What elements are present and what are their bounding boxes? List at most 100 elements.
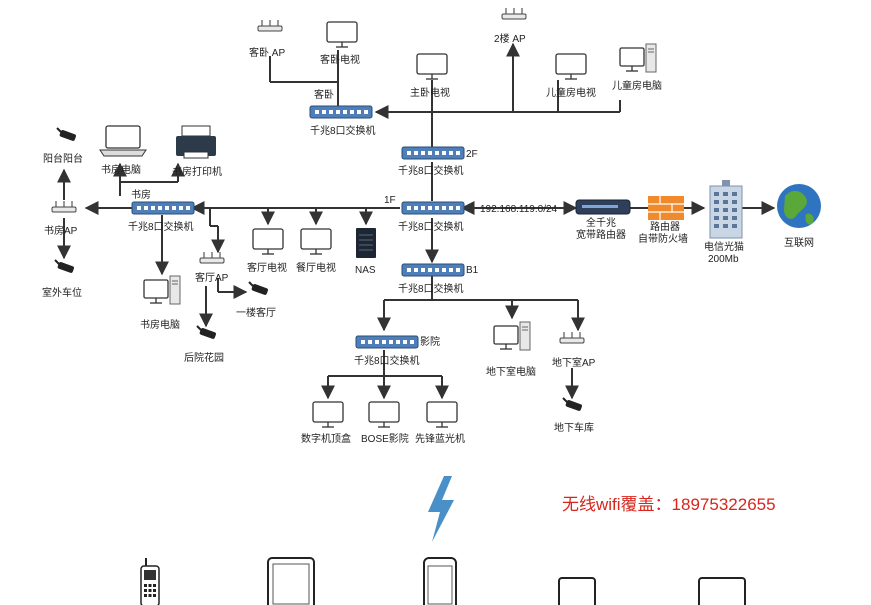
internet: 互联网 (777, 184, 821, 249)
kids-pc: 儿童房电脑 (612, 43, 662, 92)
floor2-switch: 2F 千兆8口交换机 (398, 146, 478, 177)
svg-text:电信光猫: 电信光猫 (704, 240, 744, 253)
switch-label: 千兆8口交换机 (398, 282, 464, 295)
subnet-label: 192.168.119.0/24 (480, 204, 558, 215)
desktop-pc-icon (493, 321, 531, 351)
svg-text:阳台阳台: 阳台阳台 (43, 152, 83, 165)
floor1-switch: 1F 千兆8口交换机 (384, 195, 465, 233)
balcony-camera: 阳台阳台 (43, 127, 83, 165)
tablet-icon (267, 557, 315, 605)
svg-text:书房电脑: 书房电脑 (101, 163, 141, 176)
switch-tag: 2F (466, 149, 478, 160)
outdoor-parking-camera: 室外车位 (42, 259, 82, 299)
printer-icon (176, 125, 216, 159)
svg-text:200Mb: 200Mb (708, 254, 739, 265)
svg-text:数字机顶盒: 数字机顶盒 (301, 432, 351, 445)
basement-garage-camera: 地下车库 (554, 397, 594, 434)
svg-text:先锋蓝光机: 先锋蓝光机 (415, 432, 465, 445)
basement-ap: 地下室AP (552, 331, 596, 369)
svg-text:地下车库: 地下车库 (554, 421, 594, 434)
svg-text:地下室电脑: 地下室电脑 (486, 365, 536, 378)
back-garden-camera: 后院花园 (184, 325, 224, 364)
desktop-pc-icon (619, 43, 657, 73)
b1-switch: B1 千兆8口交换机 (398, 263, 479, 295)
desktop-pc-icon (143, 275, 181, 305)
wireless-ap-icon (501, 7, 527, 20)
svg-text:NAS: NAS (355, 265, 376, 276)
study-laptop: 书房电脑 (99, 125, 147, 176)
globe-icon (777, 184, 821, 228)
guest-bedroom-tv: 客卧电视 (320, 21, 360, 66)
svg-text:自带防火墙: 自带防火墙 (638, 232, 688, 245)
svg-text:客卧 AP: 客卧 AP (249, 46, 285, 59)
monitor-icon (416, 53, 448, 80)
monitor-icon (555, 53, 587, 80)
switch-label: 千兆8口交换机 (398, 220, 464, 233)
cctv-camera-icon (248, 281, 270, 297)
fiber-modem: 电信光猫 200Mb (704, 180, 744, 265)
switch-label: 千兆8口交换机 (128, 220, 194, 233)
wireless-ap-icon (257, 19, 283, 32)
svg-text:客厅电视: 客厅电视 (247, 261, 287, 274)
wires (57, 42, 776, 400)
cctv-camera-icon (54, 259, 76, 275)
switch-tag: 影院 (420, 335, 440, 348)
switch-tag: 1F (384, 195, 396, 206)
monitor-icon (312, 401, 344, 428)
svg-text:一楼客厅: 一楼客厅 (236, 306, 276, 319)
svg-text:书房打印机: 书房打印机 (172, 165, 222, 178)
phone-icon (140, 558, 160, 605)
svg-text:路由器: 路由器 (650, 220, 680, 233)
building-icon (709, 180, 743, 239)
dining-tv: 餐厅电视 (296, 228, 336, 274)
monitor-icon (252, 228, 284, 255)
svg-text:儿童房电视: 儿童房电视 (546, 86, 596, 99)
switch-label: 千兆8口交换机 (354, 354, 420, 367)
svg-text:餐厅电视: 餐厅电视 (296, 261, 336, 274)
svg-text:BOSE影院: BOSE影院 (361, 432, 409, 445)
master-bedroom-tv: 主卧电视 (410, 53, 450, 99)
svg-text:宽带路由器: 宽带路由器 (576, 228, 626, 241)
svg-text:书房电脑: 书房电脑 (140, 318, 180, 331)
cctv-camera-icon (562, 397, 584, 413)
monitor-icon (426, 401, 458, 428)
router-icon (575, 199, 631, 215)
study-switch: 书房 千兆8口交换机 (128, 188, 195, 233)
study-printer: 书房打印机 (172, 125, 222, 178)
svg-text:儿童房电脑: 儿童房电脑 (612, 79, 662, 92)
nas: NAS (355, 228, 376, 276)
wifi-coverage-text: 无线wifi覆盖：18975322655 (562, 495, 776, 514)
svg-text:主卧电视: 主卧电视 (410, 86, 450, 99)
wireless-ap-icon (559, 331, 585, 344)
monitor-icon (368, 401, 400, 428)
smartphone-icon (423, 557, 457, 605)
theater-switch: 影院 千兆8口交换机 (354, 335, 440, 367)
guest-bedroom-switch: 客卧 千兆8口交换机 (309, 88, 376, 137)
switch-tag: 客卧 (314, 88, 334, 101)
firewall-icon (648, 196, 684, 220)
nas-icon (356, 228, 376, 258)
wireless-ap-icon (199, 251, 225, 264)
firewall: 路由器 自带防火墙 (638, 196, 688, 245)
svg-text:2楼 AP: 2楼 AP (494, 32, 526, 45)
basement-pc: 地下室电脑 (486, 321, 536, 378)
svg-text:全千兆: 全千兆 (586, 216, 616, 229)
study-pc: 书房电脑 (140, 275, 181, 331)
switch-tag: B1 (466, 265, 479, 276)
monitor-icon (698, 577, 746, 605)
lightning-icon (428, 476, 454, 542)
switch-label: 千兆8口交换机 (398, 164, 464, 177)
guest-bedroom-ap: 客卧 AP (249, 19, 285, 59)
svg-text:地下室AP: 地下室AP (552, 356, 596, 369)
laptop-icon (99, 125, 147, 157)
router: 全千兆 宽带路由器 (575, 199, 631, 241)
svg-text:书房AP: 书房AP (44, 224, 78, 237)
floor2-ap: 2楼 AP (494, 7, 527, 45)
pioneer-bluray: 先锋蓝光机 (415, 401, 465, 445)
svg-text:室外车位: 室外车位 (42, 286, 82, 299)
kids-tv: 儿童房电视 (546, 53, 596, 99)
svg-text:后院花园: 后院花园 (184, 351, 224, 364)
svg-text:客卧电视: 客卧电视 (320, 53, 360, 66)
living-tv: 客厅电视 (247, 228, 287, 274)
